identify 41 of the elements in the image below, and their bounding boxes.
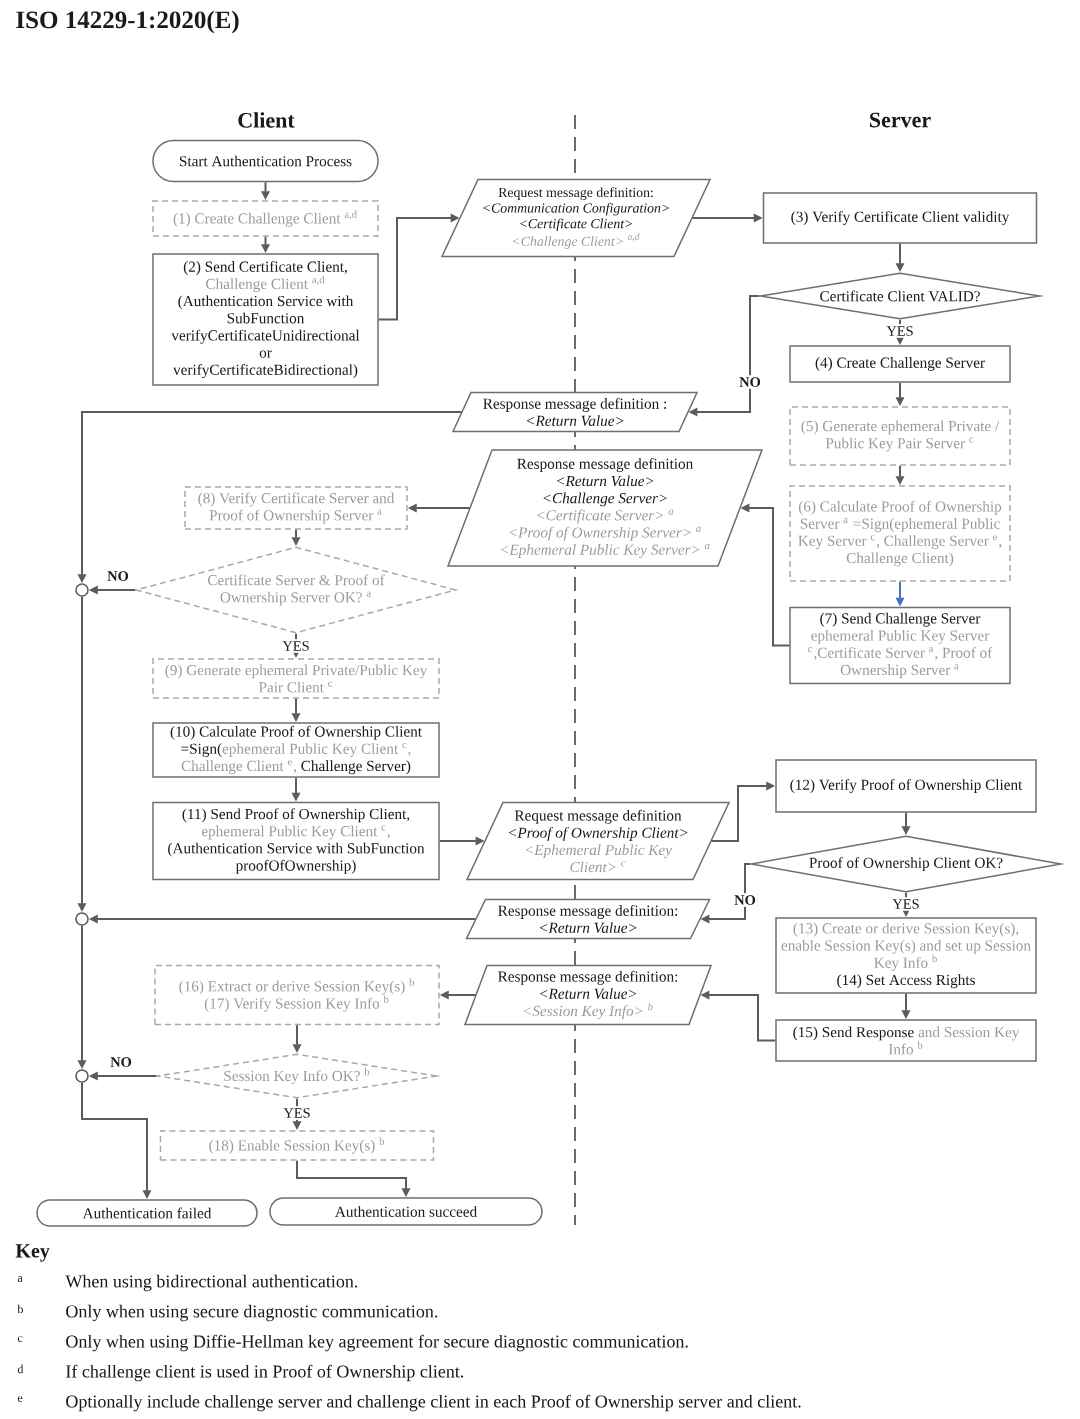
footnote-letter: e (17, 1396, 23, 1402)
edge-label: YES (890, 897, 922, 911)
dashed-process-box: (6) Calculate Proof of Ownership Server $^{a}$ =Sign(ephemeral Public Key Server $^{c}$, Challenge Server $^{e}$, Challenge Client) (789, 485, 1011, 582)
process-box: (7) Send Challenge Server ephemeral Public Key Server $^{c}$,Certificate Server $^{a}$, Proof of Ownership Server $^{a}$ (789, 606, 1011, 685)
footnote-text: Optionally include challenge server and challenge client in each Proof of Ownership server and client. (66, 1394, 801, 1412)
footnote-letter: b (17, 1304, 23, 1314)
footnote-text: Only when using secure diagnostic communication. (66, 1304, 438, 1322)
footnote-text: Only when using Diffie-Hellman key agreement for secure diagnostic communication. (66, 1334, 688, 1352)
process-box: (15) Send Response and Session Key Info $^{b}$ (775, 1019, 1037, 1062)
dashed-process-box: (16) Extract or derive Session Key(s) $^{b}$ (17) Verify Session Key Info $^{b}$ (154, 964, 440, 1026)
dashed-process-box: (5) Generate ephemeral Private / Public Key Pair Server $^{c}$ (789, 406, 1011, 466)
dashed-process-box: (8) Verify Certificate Server and Proof of Ownership Server $^{a}$ (184, 486, 408, 530)
footnote-text: When using bidirectional authentication. (65, 1274, 358, 1292)
process-box: (13) Create or derive Session Key(s), enable Session Key(s) and set up Session Key Info $^{b}$ (14) Set Access Rights (775, 917, 1037, 994)
process-box: (11) Send Proof of Ownership Client, ephemeral Public Key Client $^{c}$, (Authentication Service with SubFunction proofOfOwnership) (152, 801, 440, 881)
process-box: (4) Create Challenge Server (789, 345, 1011, 383)
data-parallelogram: Response message definition: <Return Value> (465, 898, 711, 940)
process-box: (2) Send Certificate Client, Challenge Client $^{a,d}$ (Authentication Service with SubFunction verifyCertificateUnidirectional or verifyCertificateBidirectional) (152, 253, 379, 386)
dashed-process-box: (1) Create Challenge Client $^{a,d}$ (152, 200, 379, 237)
edge-label: YES (280, 639, 312, 653)
edge-label: YES (281, 1106, 313, 1120)
key-heading: Key (15, 1244, 50, 1262)
footnote-letter: a (17, 1276, 23, 1282)
page-header: ISO 14229-1:2020(E) (16, 10, 239, 34)
process-box: (10) Calculate Proof of Ownership Client =Sign(ephemeral Public Key Client $^{c}$, Challenge Client $^{e}$, Challenge Server) (152, 722, 440, 778)
terminal-box: Start Authentication Process (152, 139, 379, 183)
footnote-letter: c (17, 1336, 23, 1342)
edge-label: NO (732, 893, 758, 907)
edge-label: NO (105, 569, 131, 583)
terminal-box: Authentication succeed (269, 1197, 543, 1226)
footnote-letter: d (17, 1364, 24, 1374)
dashed-process-box: (18) Enable Session Key(s) $^{b}$ (159, 1130, 435, 1161)
footnote-text: If challenge client is used in Proof of Ownership client. (66, 1364, 464, 1382)
edge-label: NO (737, 375, 763, 389)
edge-label: YES (884, 324, 916, 338)
edge-label: NO (108, 1055, 134, 1069)
terminal-box: Authentication failed (36, 1199, 258, 1227)
process-box: (3) Verify Certificate Client validity (762, 192, 1038, 244)
dashed-process-box: (9) Generate ephemeral Private/Public Key Pair Client $^{c}$ (152, 658, 440, 699)
lane-heading: Server (870, 112, 931, 128)
process-box: (12) Verify Proof of Ownership Client (775, 759, 1037, 813)
